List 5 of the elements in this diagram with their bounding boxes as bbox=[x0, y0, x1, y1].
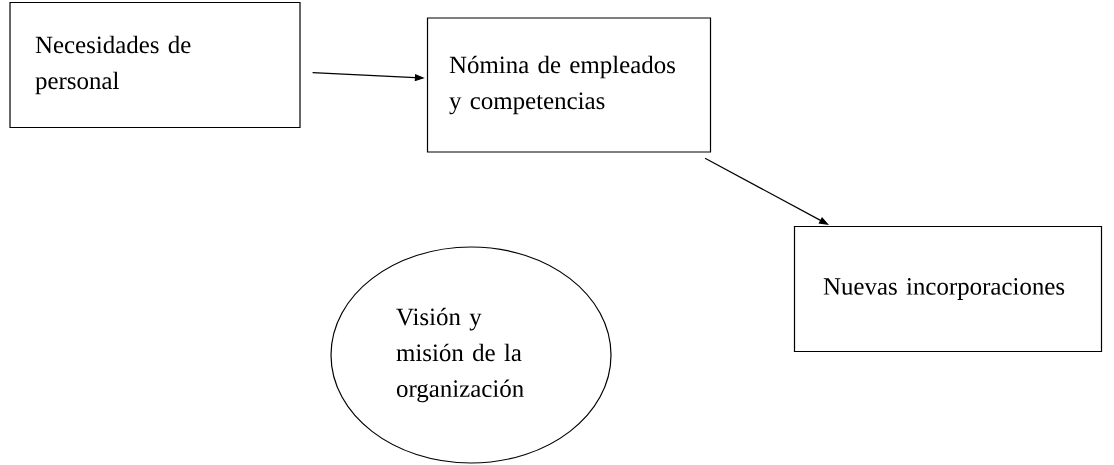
ellipse-node: Visión y misión de la organización bbox=[330, 246, 612, 464]
arrow bbox=[704, 157, 829, 225]
process-box: Necesidades de personal bbox=[9, 1, 301, 129]
process-box: Nuevas incorporaciones bbox=[793, 225, 1103, 353]
process-box: Nómina de empleados y competencias bbox=[426, 17, 712, 153]
